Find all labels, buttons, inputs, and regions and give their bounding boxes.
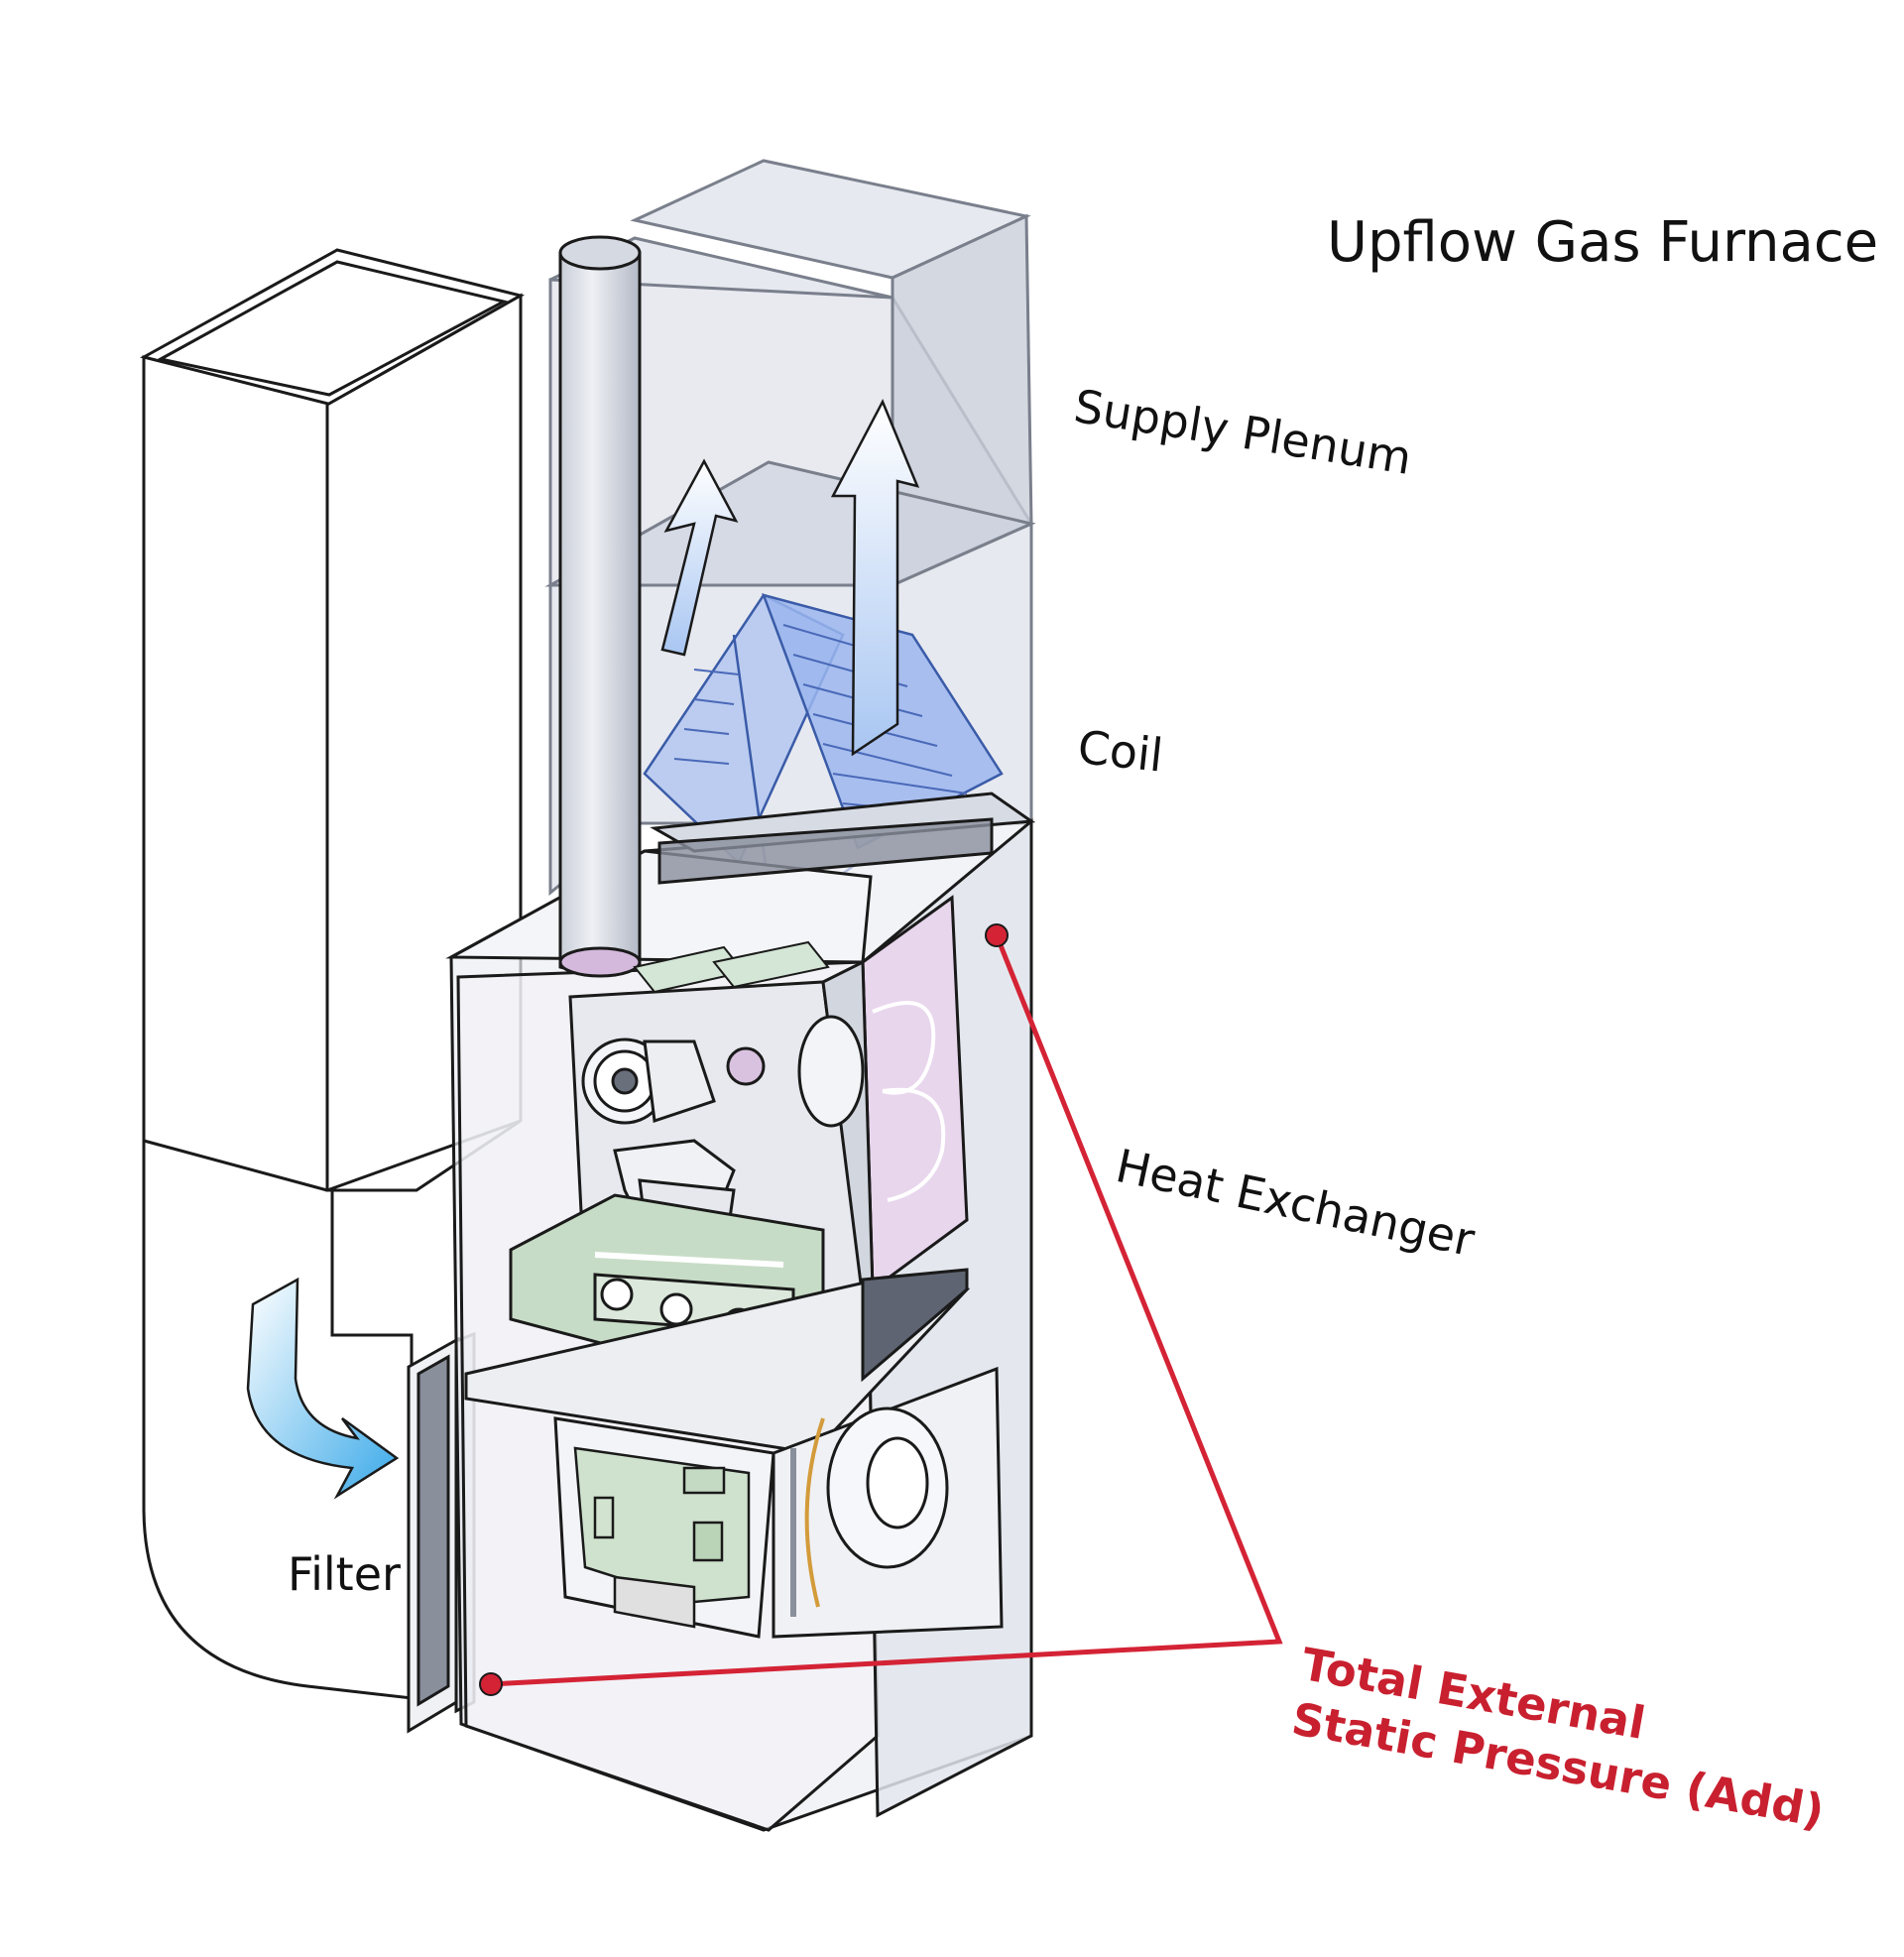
supply-airflow-arrows bbox=[660, 399, 920, 757]
label-filter: Filter bbox=[288, 1547, 401, 1601]
burner-compartment bbox=[509, 959, 875, 1402]
heat-exchanger bbox=[861, 895, 969, 1292]
static-pressure-callout bbox=[479, 923, 1283, 1696]
return-airflow-arrow bbox=[246, 1277, 400, 1500]
diagram-title: Upflow Gas Furnace bbox=[1327, 210, 1879, 275]
static-pressure-line bbox=[490, 934, 1283, 1687]
control-board bbox=[573, 1446, 751, 1629]
label-coil: Coil bbox=[1075, 720, 1166, 783]
return-pressure-point bbox=[479, 1672, 503, 1696]
return-duct bbox=[139, 248, 526, 1700]
vent-grilles bbox=[633, 940, 830, 994]
supply-pressure-point bbox=[985, 923, 1009, 947]
flue-pipe bbox=[558, 235, 642, 978]
